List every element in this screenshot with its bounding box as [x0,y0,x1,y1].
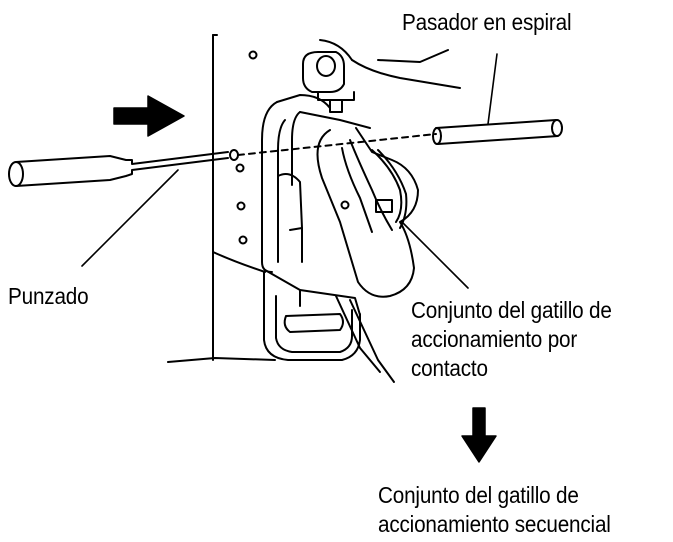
contact-trigger-label-line-3: contacto [411,355,488,381]
contact-trigger-label-line-1: Conjunto del gatillo de [411,297,612,323]
coil-pin-label-text: Pasador en espiral [402,9,572,35]
contact-trigger-label-line-2: accionamiento por [411,326,578,352]
contact-trigger-arm [261,94,371,273]
down-arrow [461,407,497,463]
punch-label: Punzado [8,282,89,311]
leader-punch [81,169,179,267]
pin-axis [237,133,437,156]
sequential-trigger-label-line-1: Conjunto del gatillo de [378,482,579,508]
punch-label-text: Punzado [8,283,89,309]
plunger-boss [302,51,355,113]
lower-trigger-body [263,271,395,383]
contact-trigger-label: Conjunto del gatillo de accionamiento po… [411,296,612,383]
rivet-hole [238,235,248,245]
sequential-trigger-lever [316,127,419,298]
sequential-trigger-label-line-2: accionamiento secuencial [378,511,611,537]
rivet-hole [248,50,258,60]
leader-lines [81,53,498,289]
punch-tool [8,149,239,187]
rivet-hole [235,163,245,173]
rivet-hole [236,201,246,211]
coil-pin [432,119,563,145]
tool-housing [167,34,461,363]
leader-contact-trigger [401,221,469,289]
coil-pin-label: Pasador en espiral [402,8,572,37]
insert-direction-arrow [113,95,185,137]
leader-coil-pin [487,53,498,125]
sequential-trigger-label: Conjunto del gatillo de accionamiento se… [378,481,611,539]
